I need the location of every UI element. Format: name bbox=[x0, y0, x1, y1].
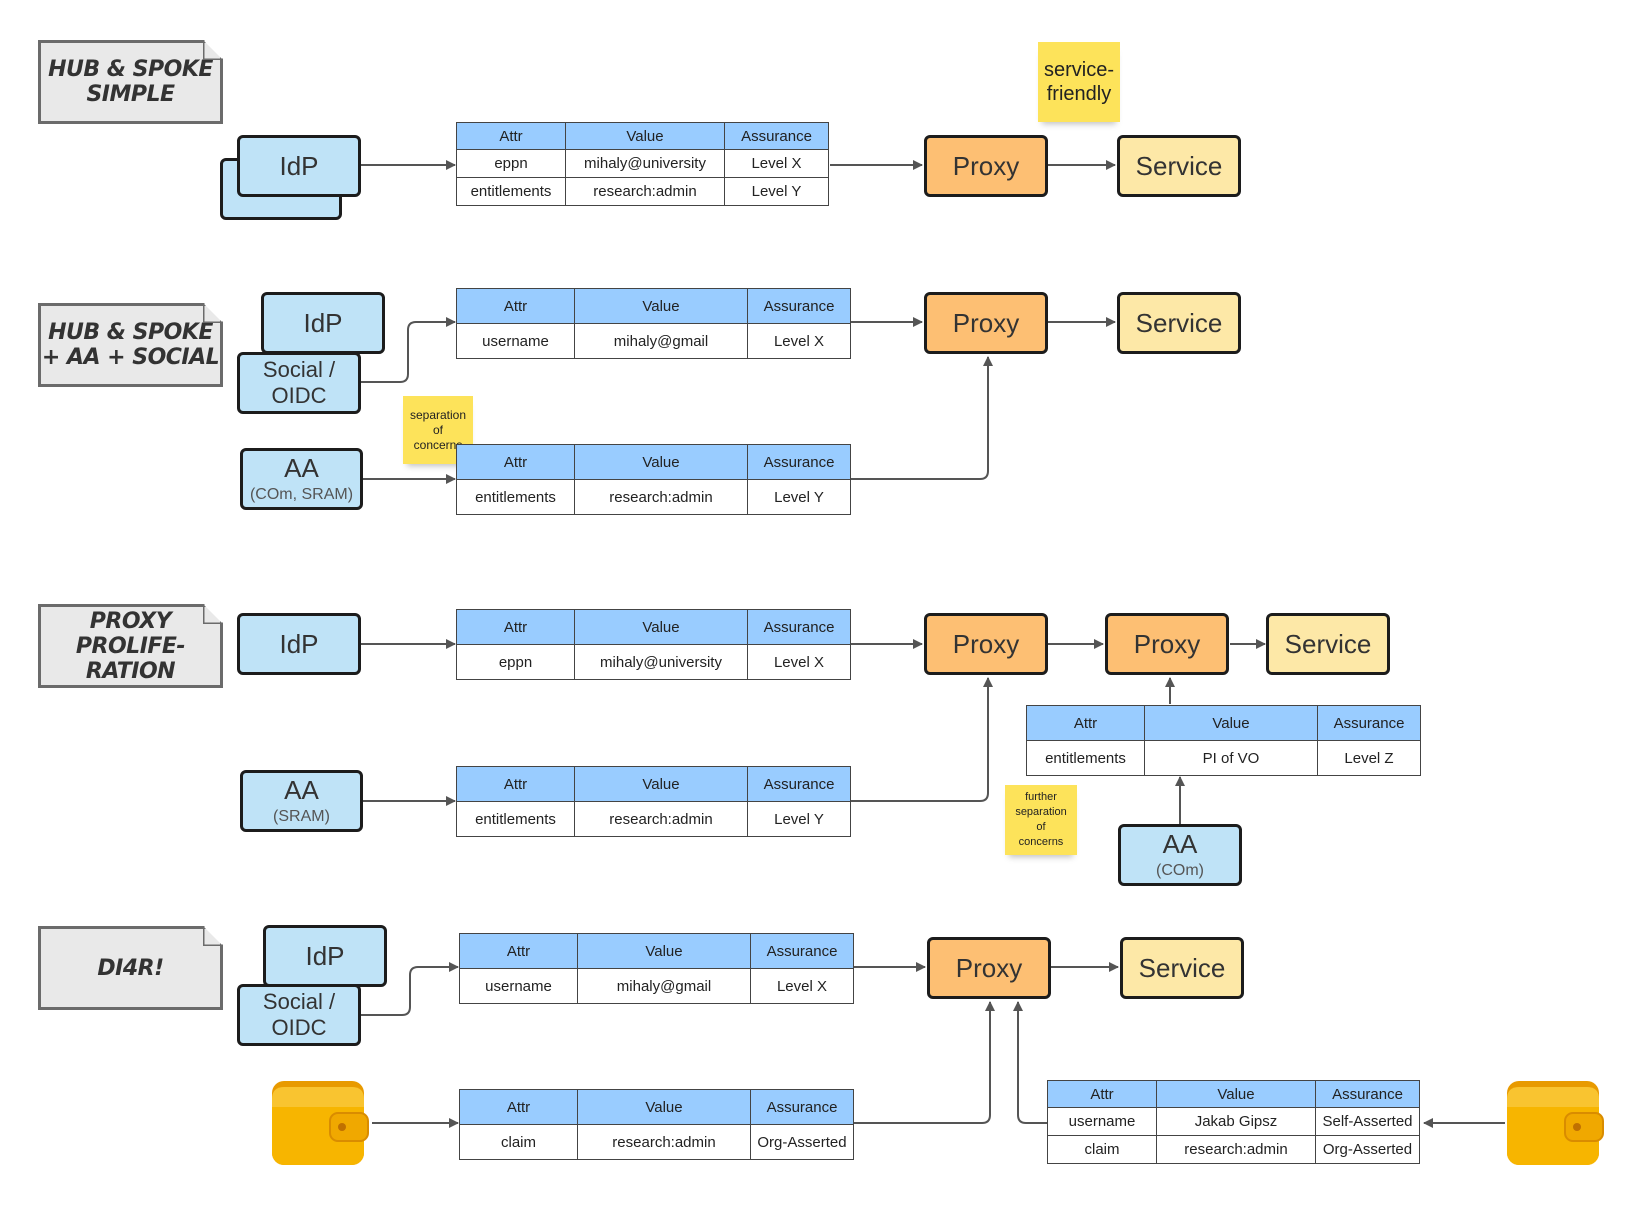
section-label-hub-spoke-simple: HUB & SPOKE SIMPLE bbox=[38, 40, 223, 124]
idp-box[interactable]: IdP bbox=[237, 613, 361, 675]
table-row: entitlements research:admin Level Y bbox=[456, 177, 829, 206]
proxy-box[interactable]: Proxy bbox=[924, 292, 1048, 354]
attr-table-s4-claim: Attr Value Assurance claim research:admi… bbox=[459, 1089, 854, 1160]
wallet-icon bbox=[1507, 1081, 1604, 1165]
table-row: entitlements research:admin Level Y bbox=[456, 801, 851, 837]
proxy-box[interactable]: Proxy bbox=[927, 937, 1051, 999]
wallet-icon bbox=[272, 1081, 369, 1165]
service-box[interactable]: Service bbox=[1117, 135, 1241, 197]
social-oidc-box[interactable]: Social / OIDC bbox=[237, 352, 361, 414]
table-row: claim research:admin Org-Asserted bbox=[459, 1124, 854, 1160]
header-assurance: Assurance bbox=[724, 122, 829, 150]
attr-table-s4-self-asserted: Attr Value Assurance username Jakab Gips… bbox=[1047, 1080, 1420, 1164]
proxy-box-second[interactable]: Proxy bbox=[1105, 613, 1229, 675]
section-label-hub-spoke-aa-social: HUB & SPOKE + AA + SOCIAL bbox=[38, 303, 223, 387]
table-row: username mihaly@gmail Level X bbox=[456, 323, 851, 359]
attr-table-s3-entitlements: Attr Value Assurance entitlements resear… bbox=[456, 766, 851, 837]
aa-box[interactable]: AA (SRAM) bbox=[240, 770, 363, 832]
attr-table-s4-username: Attr Value Assurance username mihaly@gma… bbox=[459, 933, 854, 1004]
aa-box-com[interactable]: AA (COm) bbox=[1118, 824, 1242, 886]
table-row: entitlements research:admin Level Y bbox=[456, 479, 851, 515]
proxy-box[interactable]: Proxy bbox=[924, 135, 1048, 197]
header-attr: Attr bbox=[456, 122, 566, 150]
section-label-proxy-proliferation: PROXY PROLIFE- RATION bbox=[38, 604, 223, 688]
aa-box[interactable]: AA (COm, SRAM) bbox=[240, 448, 363, 510]
table-row: entitlements PI of VO Level Z bbox=[1026, 740, 1421, 776]
section-label-di4r: DI4R! bbox=[38, 926, 223, 1010]
attr-table-s2-entitlements: Attr Value Assurance entitlements resear… bbox=[456, 444, 851, 515]
idp-box[interactable]: IdP bbox=[261, 292, 385, 354]
table-row: eppn mihaly@university Level X bbox=[456, 149, 829, 178]
proxy-box[interactable]: Proxy bbox=[924, 613, 1048, 675]
social-oidc-box[interactable]: Social / OIDC bbox=[237, 984, 361, 1046]
table-row: claim research:admin Org-Asserted bbox=[1047, 1135, 1420, 1164]
idp-box[interactable]: IdP bbox=[263, 925, 387, 987]
service-box[interactable]: Service bbox=[1266, 613, 1390, 675]
table-row: username Jakab Gipsz Self-Asserted bbox=[1047, 1107, 1420, 1136]
attr-table-s3-pi-of-vo: Attr Value Assurance entitlements PI of … bbox=[1026, 705, 1421, 776]
sticky-note-service-friendly: service- friendly bbox=[1038, 42, 1120, 122]
idp-box[interactable]: IdP bbox=[237, 135, 361, 197]
header-value: Value bbox=[565, 122, 725, 150]
attr-table-s3-eppn: Attr Value Assurance eppn mihaly@univers… bbox=[456, 609, 851, 680]
service-box[interactable]: Service bbox=[1117, 292, 1241, 354]
attr-table-s2-username: Attr Value Assurance username mihaly@gma… bbox=[456, 288, 851, 359]
table-row: eppn mihaly@university Level X bbox=[456, 644, 851, 680]
attr-table-s1: Attr Value Assurance eppn mihaly@univers… bbox=[456, 122, 829, 206]
sticky-note-further-separation: further separation of concerns bbox=[1005, 785, 1077, 855]
table-row: username mihaly@gmail Level X bbox=[459, 968, 854, 1004]
service-box[interactable]: Service bbox=[1120, 937, 1244, 999]
